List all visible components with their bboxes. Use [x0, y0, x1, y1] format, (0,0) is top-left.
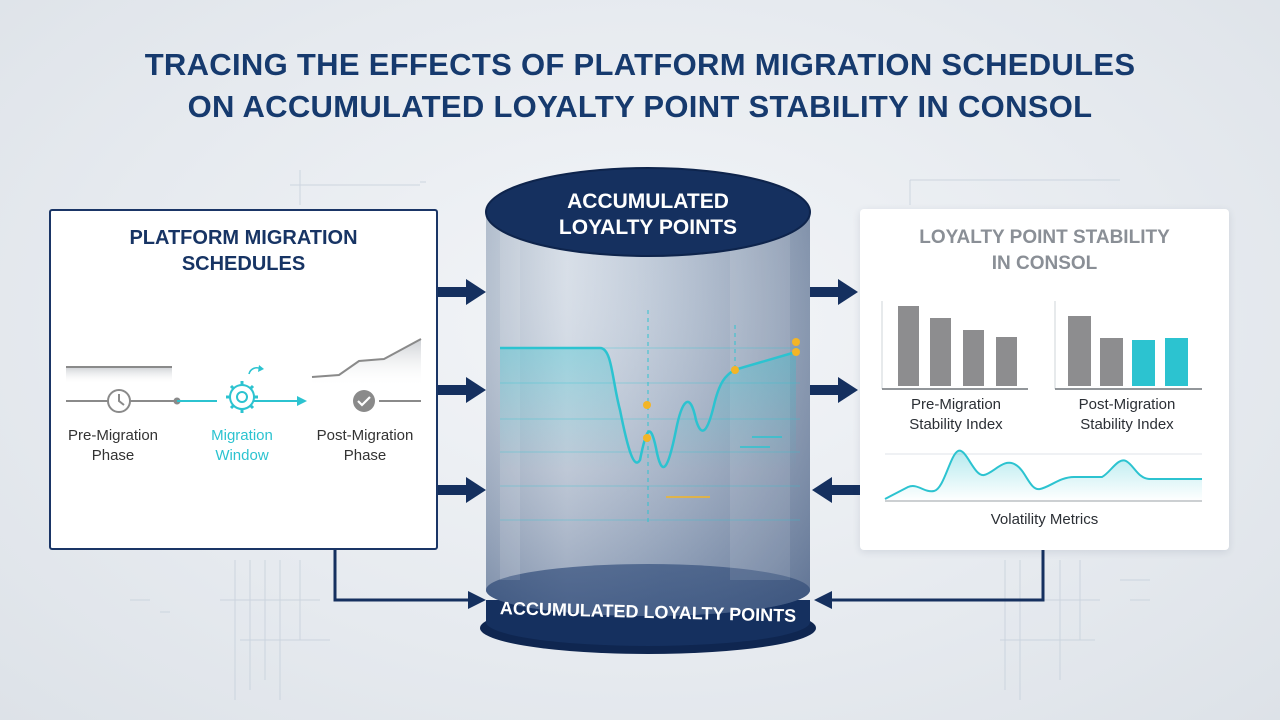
post-bar-1 — [1068, 316, 1091, 386]
loyalty-stability-panel: LOYALTY POINT STABILITY IN CONSOL — [860, 209, 1229, 550]
cylinder-yellow-markers — [643, 338, 800, 442]
connector-right-bottom — [830, 550, 1045, 602]
arrow-left-middle — [438, 377, 486, 403]
left-panel-title: PLATFORM MIGRATION SCHEDULES — [51, 225, 436, 277]
arrow-left-bottom — [438, 477, 486, 503]
migration-timeline — [66, 338, 422, 413]
arrow-left-top — [438, 279, 486, 305]
clock-icon — [107, 389, 131, 413]
arrow-left-base — [468, 591, 486, 609]
pre-migration-stability-label: Pre-Migration Stability Index — [871, 395, 1041, 435]
cylinder-small-dashes — [666, 436, 782, 498]
right-panel-title: LOYALTY POINT STABILITY IN CONSOL — [860, 225, 1229, 277]
post-phase-trend — [312, 339, 421, 387]
phase-label-pre-line2: Phase — [91, 447, 135, 464]
phase-label-post-line2: Phase — [343, 447, 387, 464]
cylinder-top-cap — [486, 168, 810, 256]
phase-label-migration-line2: Window — [215, 447, 269, 464]
left-panel-title-line2: SCHEDULES — [181, 253, 306, 275]
pre-bar-2 — [930, 318, 951, 386]
check-icon — [353, 390, 375, 412]
loyalty-points-cylinder — [480, 167, 816, 654]
pre-bar-3 — [963, 330, 984, 386]
post-migration-bar-chart — [1054, 301, 1202, 390]
right-panel-title-line2: IN CONSOL — [991, 253, 1098, 274]
cylinder-top-label-line1: ACCUMULATED — [567, 190, 729, 213]
pre-migration-bar-chart — [881, 301, 1028, 390]
phase-label-migration: Migration Window — [177, 426, 307, 466]
post-migration-stability-label-line2: Stability Index — [1080, 416, 1174, 433]
left-panel-title-line1: PLATFORM MIGRATION — [129, 227, 358, 249]
volatility-metrics-label: Volatility Metrics — [990, 511, 1099, 528]
background-circuit-lines — [130, 170, 1150, 700]
pre-migration-stability-label-line1: Pre-Migration — [910, 396, 1002, 413]
pre-bar-4 — [996, 337, 1017, 386]
volatility-line-chart — [884, 449, 1202, 502]
phase-label-migration-line1: Migration — [211, 427, 273, 444]
arrow-right-middle — [810, 377, 858, 403]
connector-left-bottom — [333, 550, 470, 602]
page-title-line2: ON ACCUMULATED LOYALTY POINT STABILITY I… — [187, 89, 1093, 124]
arrow-right-base — [814, 591, 832, 609]
post-bar-2 — [1100, 338, 1123, 386]
cylinder-signal-area — [500, 348, 796, 470]
post-migration-stability-label-line1: Post-Migration — [1078, 396, 1176, 413]
post-bar-3 — [1132, 340, 1155, 386]
platform-migration-panel: PLATFORM MIGRATION SCHEDULES — [49, 209, 438, 550]
phase-label-post: Post-Migration Phase — [300, 426, 430, 466]
post-migration-stability-label: Post-Migration Stability Index — [1042, 395, 1212, 435]
phase-label-pre: Pre-Migration Phase — [48, 426, 178, 466]
phase-label-pre-line1: Pre-Migration — [67, 427, 159, 444]
right-panel-title-line1: LOYALTY POINT STABILITY — [919, 227, 1170, 248]
phase-label-post-line1: Post-Migration — [316, 427, 414, 444]
pre-phase-trend — [66, 367, 172, 384]
cylinder-top-label: ACCUMULATED LOYALTY POINTS — [548, 189, 748, 241]
pre-bar-1 — [898, 306, 919, 386]
cylinder-top-label-line2: LOYALTY POINTS — [558, 216, 738, 239]
arrow-right-feedback — [812, 477, 860, 503]
stability-charts — [881, 301, 1202, 502]
gear-icon — [226, 365, 264, 413]
page-title-line1: TRACING THE EFFECTS OF PLATFORM MIGRATIO… — [144, 47, 1136, 82]
page-title: TRACING THE EFFECTS OF PLATFORM MIGRATIO… — [0, 44, 1280, 128]
post-bar-4 — [1165, 338, 1188, 386]
arrows-right — [810, 279, 860, 503]
cylinder-dashed-markers — [647, 310, 736, 525]
pre-migration-stability-label-line2: Stability Index — [909, 416, 1003, 433]
cylinder-signal-line — [500, 346, 797, 469]
arrows-left — [438, 279, 486, 503]
arrow-right-top — [810, 279, 858, 305]
